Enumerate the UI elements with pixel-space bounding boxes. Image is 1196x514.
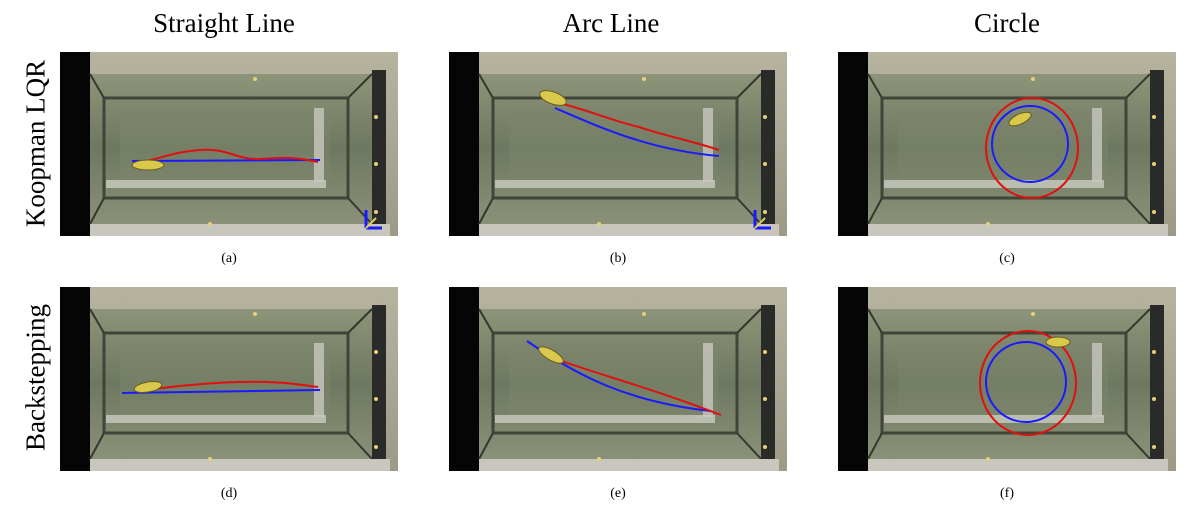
panel-d [60, 287, 398, 471]
column-title-straight-line: Straight Line [153, 8, 295, 38]
fish [539, 90, 567, 106]
caption-f: (f) [1000, 486, 1014, 501]
panel-a [60, 52, 398, 236]
caption-e: (e) [610, 486, 626, 501]
actual-trajectory [137, 148, 319, 163]
actual-trajectory [137, 380, 319, 392]
actual-trajectory [985, 97, 1079, 199]
fish [538, 346, 564, 364]
panel-e [449, 287, 787, 471]
reference-trajectory [985, 341, 1067, 423]
fish [1045, 336, 1071, 348]
caption-c: (c) [999, 251, 1015, 266]
caption-a: (a) [221, 251, 237, 266]
actual-trajectory [554, 101, 720, 151]
caption-d: (d) [220, 486, 238, 501]
row-label-backstepping: Backstepping [20, 304, 51, 451]
axes-marker-icon [753, 210, 771, 230]
panel-c [838, 52, 1176, 236]
actual-trajectory [979, 330, 1077, 436]
fish [1008, 111, 1032, 127]
fish [133, 381, 163, 393]
fish [131, 159, 165, 171]
caption-b: (b) [609, 251, 627, 266]
panel-f [838, 287, 1176, 471]
reference-trajectory [554, 107, 720, 157]
column-title-circle: Circle [974, 8, 1040, 38]
axes-marker-icon [364, 210, 382, 230]
reference-trajectory [121, 389, 321, 394]
reference-trajectory [131, 159, 321, 162]
panel-b [449, 52, 787, 236]
row-label-koopman-lqr: Koopman LQR [20, 59, 51, 228]
column-title-arc-line: Arc Line [562, 8, 660, 38]
reference-trajectory [991, 105, 1069, 183]
